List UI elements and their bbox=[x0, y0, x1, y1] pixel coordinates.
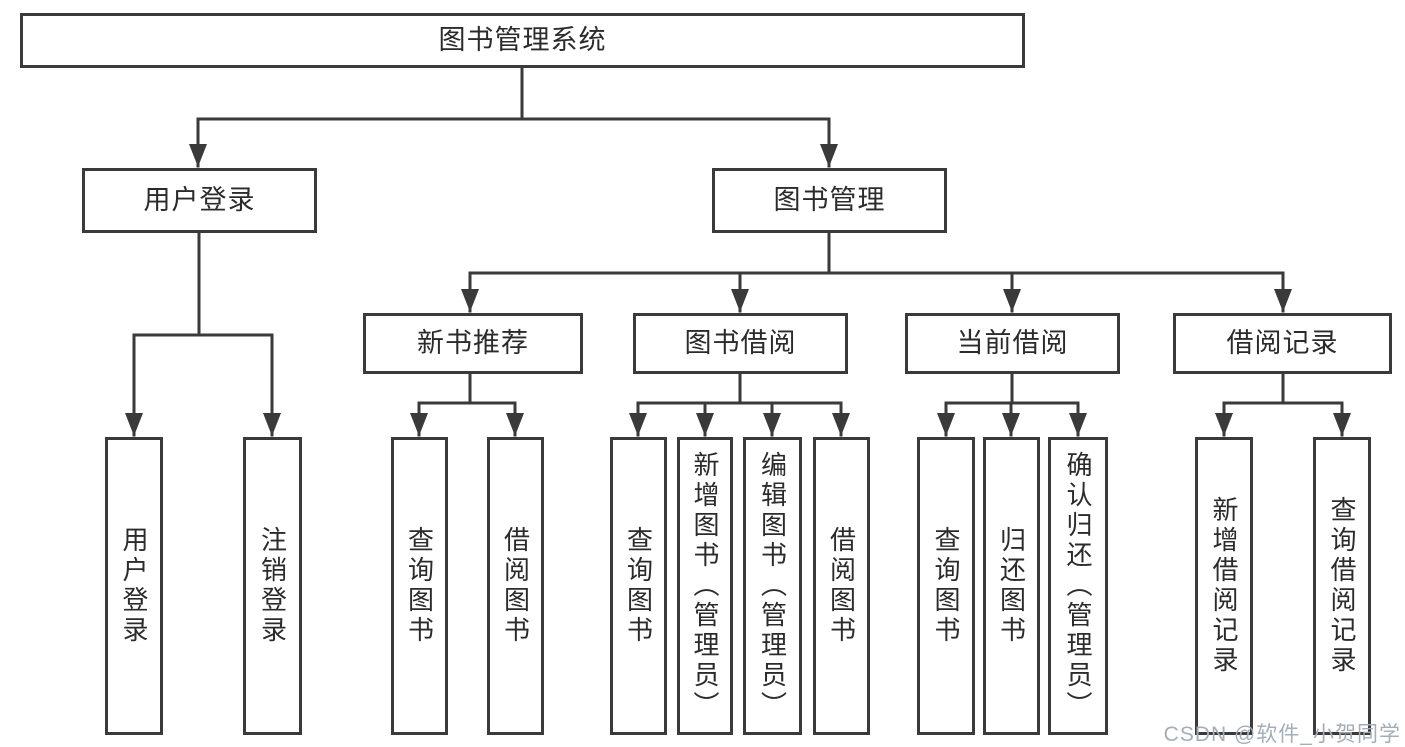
leaf-query-books-1: 查询图书 bbox=[391, 437, 448, 735]
node-book-mgmt: 图书管理 bbox=[712, 168, 947, 233]
leaf-logout-label: 注销登录 bbox=[257, 526, 288, 646]
leaf-add-borrow-record: 新增借阅记录 bbox=[1195, 437, 1253, 735]
leaf-query-borrow-record: 查询借阅记录 bbox=[1313, 437, 1371, 735]
node-borrow-records: 借阅记录 bbox=[1173, 313, 1392, 374]
node-book-borrow-label: 图书借阅 bbox=[684, 328, 797, 359]
leaf-add-book-admin: 新增图书（管理员） bbox=[677, 437, 733, 735]
node-root: 图书管理系统 bbox=[20, 13, 1025, 68]
leaf-add-borrow-record-label: 新增借阅记录 bbox=[1209, 496, 1239, 676]
leaf-edit-book-admin-label: 编辑图书（管理员） bbox=[757, 451, 788, 721]
node-new-books: 新书推荐 bbox=[363, 313, 583, 374]
leaf-return-book: 归还图书 bbox=[983, 437, 1040, 735]
node-book-borrow: 图书借阅 bbox=[633, 313, 848, 374]
node-user-login: 用户登录 bbox=[82, 168, 317, 233]
connector-current-borrow-children bbox=[937, 372, 1087, 437]
leaf-user-login: 用户登录 bbox=[105, 437, 163, 735]
connector-user-login-children bbox=[125, 231, 281, 437]
leaf-query-books-2-label: 查询图书 bbox=[623, 526, 654, 646]
leaf-logout: 注销登录 bbox=[243, 437, 302, 735]
leaf-borrow-books-1-label: 借阅图书 bbox=[500, 526, 531, 646]
leaf-query-books-2: 查询图书 bbox=[610, 437, 667, 735]
leaf-query-books-3-label: 查询图书 bbox=[931, 526, 961, 646]
leaf-user-login-label: 用户登录 bbox=[119, 526, 149, 646]
leaf-query-books-1-label: 查询图书 bbox=[404, 526, 435, 646]
leaf-borrow-books-2-label: 借阅图书 bbox=[826, 526, 857, 646]
leaf-borrow-books-2: 借阅图书 bbox=[813, 437, 870, 735]
connector-book-borrow-children bbox=[629, 372, 850, 437]
connector-root-to-level2 bbox=[189, 66, 838, 168]
leaf-confirm-return-admin: 确认归还（管理员） bbox=[1048, 437, 1108, 735]
connector-new-books-children bbox=[410, 372, 524, 437]
connector-book-mgmt-children bbox=[461, 231, 1292, 313]
leaf-confirm-return-admin-label: 确认归还（管理员） bbox=[1063, 451, 1093, 721]
node-borrow-records-label: 借阅记录 bbox=[1226, 328, 1339, 359]
node-new-books-label: 新书推荐 bbox=[417, 328, 529, 359]
leaf-add-book-admin-label: 新增图书（管理员） bbox=[690, 451, 720, 721]
connector-borrow-records-children bbox=[1215, 372, 1351, 437]
node-root-label: 图书管理系统 bbox=[438, 25, 607, 56]
node-user-login-label: 用户登录 bbox=[143, 185, 256, 216]
leaf-return-book-label: 归还图书 bbox=[996, 526, 1027, 646]
node-current-borrow: 当前借阅 bbox=[905, 313, 1120, 374]
leaf-edit-book-admin: 编辑图书（管理员） bbox=[743, 437, 802, 735]
leaf-borrow-books-1: 借阅图书 bbox=[487, 437, 544, 735]
node-book-mgmt-label: 图书管理 bbox=[773, 185, 886, 216]
csdn-watermark: CSDN @软件_小贺同学 bbox=[1163, 723, 1401, 746]
node-current-borrow-label: 当前借阅 bbox=[956, 328, 1069, 359]
leaf-query-books-3: 查询图书 bbox=[917, 437, 975, 735]
leaf-query-borrow-record-label: 查询借阅记录 bbox=[1327, 496, 1357, 676]
